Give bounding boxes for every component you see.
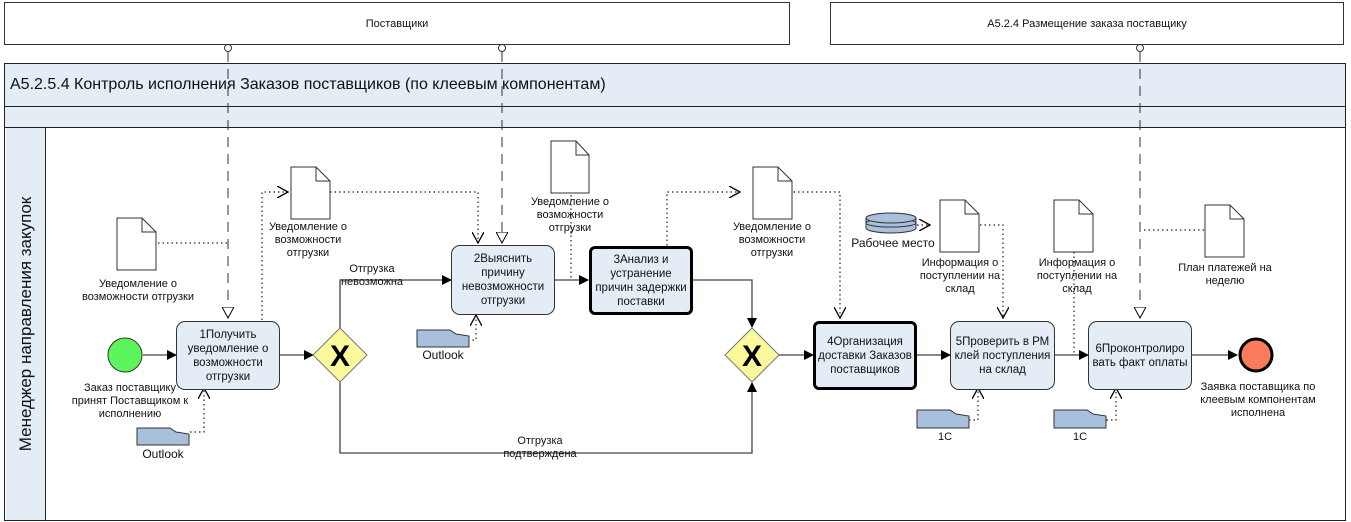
task-2-label: 2Выяснить причину невозможности отгрузки	[461, 253, 545, 307]
lane	[4, 127, 1346, 521]
task-4-label: 4Организация доставки Заказов поставщико…	[818, 335, 912, 376]
task-3-label: 3Анализ и устранение причин задержки пос…	[595, 253, 687, 308]
task-4[interactable]: 4Организация доставки Заказов поставщико…	[813, 321, 917, 390]
system-label-workplace: Рабочее место	[851, 236, 935, 250]
flow-gw1-gw2	[339, 382, 757, 454]
system-label-outlook: Outlook	[422, 348, 464, 362]
flow-gw1-task2	[339, 275, 452, 328]
task-1-label: 1Получить уведомление о возможности отгр…	[187, 328, 269, 383]
system-label-1c: 1С	[1072, 431, 1088, 443]
task-6[interactable]: 6Проконтролиро вать факт оплаты	[1088, 321, 1192, 390]
document-icon	[290, 166, 331, 220]
document-label: Уведомление о возможности отгрузки	[732, 221, 812, 259]
lane-label-box: Менеджер направления закупок	[6, 128, 46, 520]
document-icon	[550, 140, 590, 194]
document-label: Уведомление о возможности отгрузки	[81, 278, 195, 303]
document-icon	[1204, 204, 1245, 258]
system-icon-outlook-2	[416, 329, 470, 348]
start-event	[107, 337, 143, 373]
gateway-x-icon: X	[742, 340, 762, 373]
pool-suppliers[interactable]: Поставщики	[4, 2, 790, 45]
gateway-x-icon: X	[330, 340, 350, 373]
pool-order-placement[interactable]: А5.2.4 Размещение заказа поставщику	[830, 2, 1344, 45]
task-5-label: 5Проверить в РМ клей поступления на скла…	[954, 335, 1051, 376]
system-icon-outlook-1	[136, 427, 190, 446]
task-3[interactable]: 3Анализ и устранение причин задержки пос…	[589, 246, 693, 315]
flow-label-confirmed: Отгрузка подтверждена	[503, 435, 577, 460]
database-icon-workplace	[865, 212, 917, 234]
document-icon	[1053, 199, 1094, 253]
system-icon-1c-1	[916, 409, 970, 429]
task-6-label: 6Проконтролиро вать факт оплаты	[1092, 342, 1188, 369]
task-2[interactable]: 2Выяснить причину невозможности отгрузки	[451, 245, 555, 315]
message-flow-order-placement	[1137, 44, 1144, 319]
document-label: Уведомление о возможности отгрузки	[530, 196, 610, 234]
document-label: Информация о поступлении на склад	[919, 257, 1001, 295]
pool-order-placement-label: А5.2.4 Размещение заказа поставщику	[987, 17, 1187, 30]
task-5[interactable]: 5Проверить в РМ клей поступления на скла…	[950, 321, 1055, 390]
flow-task3-gw2	[693, 279, 757, 328]
gateway-exclusive-2: X	[724, 327, 780, 383]
start-event-label: Заказ поставщику принят Поставщиком к ис…	[71, 382, 189, 420]
message-flow-suppliers-1	[225, 44, 232, 319]
document-icon	[116, 217, 157, 271]
system-label-1c: 1С	[937, 431, 953, 443]
task-1[interactable]: 1Получить уведомление о возможности отгр…	[176, 321, 280, 390]
end-event	[1238, 337, 1274, 373]
gateway-exclusive-1: X	[312, 327, 368, 383]
document-label: Уведомление о возможности отгрузки	[268, 221, 348, 259]
document-icon	[752, 166, 793, 220]
process-title: А5.2.5.4 Контроль исполнения Заказов пос…	[10, 76, 606, 93]
system-label-outlook: Outlook	[142, 447, 184, 461]
flow-label-impossible: Отгрузка невозможна	[340, 263, 404, 288]
system-icon-1c-2	[1053, 409, 1107, 429]
document-icon	[939, 199, 980, 253]
end-event-label: Заявка поставщика по клеевым компонентам…	[1200, 381, 1316, 419]
message-flow-suppliers-2	[499, 44, 506, 244]
pool-suppliers-label: Поставщики	[365, 17, 429, 30]
document-label: Информация о поступлении на склад	[1036, 257, 1118, 295]
document-label: План платежей на неделю	[1178, 262, 1272, 287]
